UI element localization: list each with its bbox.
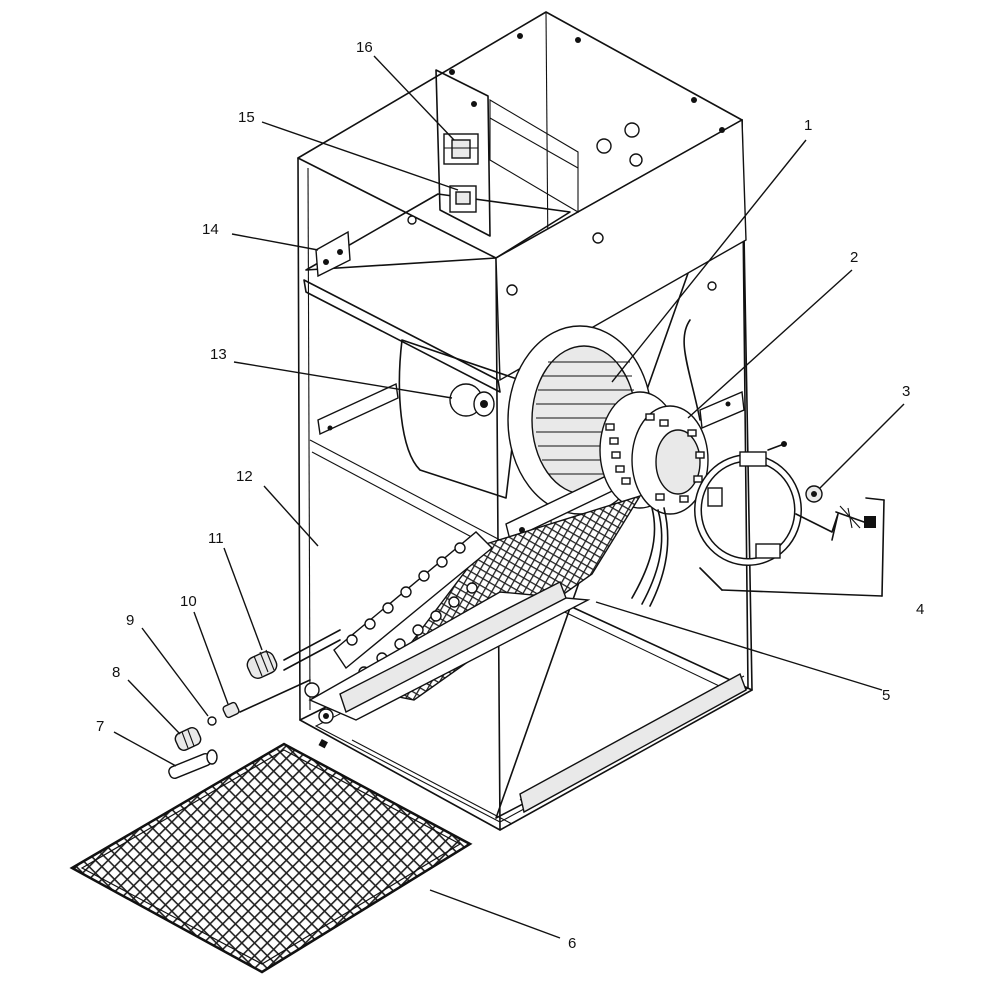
callout-7: 7 xyxy=(96,718,104,735)
callout-4: 4 xyxy=(916,601,924,618)
callout-2: 2 xyxy=(850,249,858,266)
part-15-relay xyxy=(449,185,477,213)
part-13-bushing xyxy=(449,383,495,417)
leader-lines xyxy=(113,55,905,939)
part-5-coil xyxy=(239,494,642,724)
callout-15: 15 xyxy=(238,109,255,126)
part-3-bolt-nut xyxy=(767,441,876,529)
part-6-filter xyxy=(69,742,473,974)
motor-vent-slots xyxy=(605,413,705,503)
part-4-motor-mount xyxy=(694,451,885,597)
part-11-fitting xyxy=(246,649,278,679)
callout-10: 10 xyxy=(180,593,197,610)
part-16-transformer xyxy=(443,133,479,165)
part-9-oring xyxy=(207,716,217,726)
coil-tube-fittings xyxy=(340,542,478,692)
part-8-cap xyxy=(174,727,202,751)
callout-5: 5 xyxy=(882,687,890,704)
part-2-motor xyxy=(599,319,709,607)
callout-13: 13 xyxy=(210,346,227,363)
callout-16: 16 xyxy=(356,39,373,56)
cabinet xyxy=(297,11,753,831)
callout-1: 1 xyxy=(804,117,812,134)
callout-12: 12 xyxy=(236,468,253,485)
callout-11: 11 xyxy=(208,530,224,547)
callout-9: 9 xyxy=(126,612,134,629)
part-7-stub xyxy=(168,749,218,779)
callout-3: 3 xyxy=(902,383,910,400)
callout-6: 6 xyxy=(568,935,576,952)
callout-numbers: 1 2 3 4 5 6 7 8 9 10 11 12 13 14 15 16 xyxy=(96,39,924,952)
callout-8: 8 xyxy=(112,664,120,681)
callout-14: 14 xyxy=(202,221,219,238)
part-14-bracket xyxy=(315,230,351,278)
part-10-nut xyxy=(222,701,240,719)
